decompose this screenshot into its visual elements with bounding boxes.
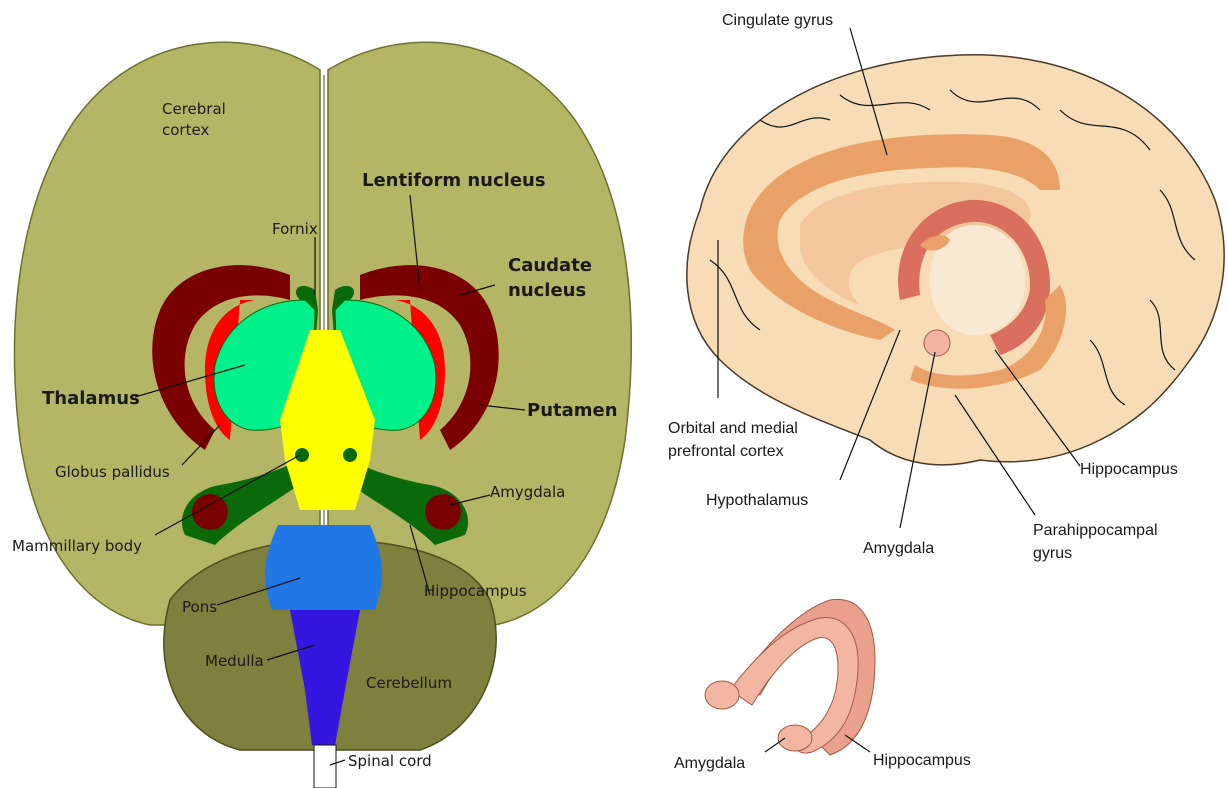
label-parahippocampal-line2: gyrus — [1033, 545, 1072, 562]
label-hypothalamus: Hypothalamus — [706, 492, 808, 509]
label-medulla: Medulla — [205, 652, 264, 670]
amygdala-right — [425, 494, 461, 530]
inset-amygdala-upper — [705, 681, 739, 709]
label-caudate-line2: nucleus — [508, 280, 586, 301]
label-inset-hippocampus: Hippocampus — [873, 752, 971, 769]
label-amygdala-sagittal: Amygdala — [863, 540, 934, 557]
label-cingulate-gyrus: Cingulate gyrus — [722, 12, 833, 29]
label-cerebral-cortex-line2: cortex — [162, 121, 209, 139]
label-globus-pallidus: Globus pallidus — [55, 463, 170, 481]
label-caudate-line1: Caudate — [508, 255, 592, 276]
mammillary-body-right — [343, 448, 357, 462]
label-fornix: Fornix — [272, 220, 318, 238]
label-spinal-cord: Spinal cord — [348, 752, 432, 770]
label-inset-amygdala: Amygdala — [674, 755, 745, 772]
mammillary-body-left — [295, 448, 309, 462]
pons-blue — [265, 525, 382, 610]
label-hippocampus-sagittal: Hippocampus — [1080, 461, 1178, 478]
inset-amygdala-lower — [778, 725, 812, 751]
label-lentiform-nucleus: Lentiform nucleus — [362, 170, 546, 191]
label-putamen: Putamen — [527, 400, 618, 421]
label-mammillary-body: Mammillary body — [12, 537, 142, 555]
label-parahippocampal-line1: Parahippocampal — [1033, 522, 1158, 539]
left-brain-diagram: Cerebral cortex Fornix Lentiform nucleus… — [12, 42, 631, 788]
label-orbital-line2: prefrontal cortex — [668, 443, 784, 460]
label-thalamus: Thalamus — [42, 388, 140, 409]
right-brain-diagram: Cingulate gyrus Orbital and medial prefr… — [668, 12, 1224, 562]
label-hippocampus: Hippocampus — [424, 582, 527, 600]
label-cerebral-cortex-line1: Cerebral — [162, 100, 226, 118]
label-amygdala: Amygdala — [490, 483, 565, 501]
label-orbital-line1: Orbital and medial — [668, 420, 798, 437]
label-pons: Pons — [182, 598, 217, 616]
inset-hippocampus-diagram: Amygdala Hippocampus — [674, 599, 971, 772]
sagittal-amygdala — [924, 330, 950, 356]
spinal-cord — [314, 745, 336, 788]
label-cerebellum: Cerebellum — [366, 674, 452, 692]
